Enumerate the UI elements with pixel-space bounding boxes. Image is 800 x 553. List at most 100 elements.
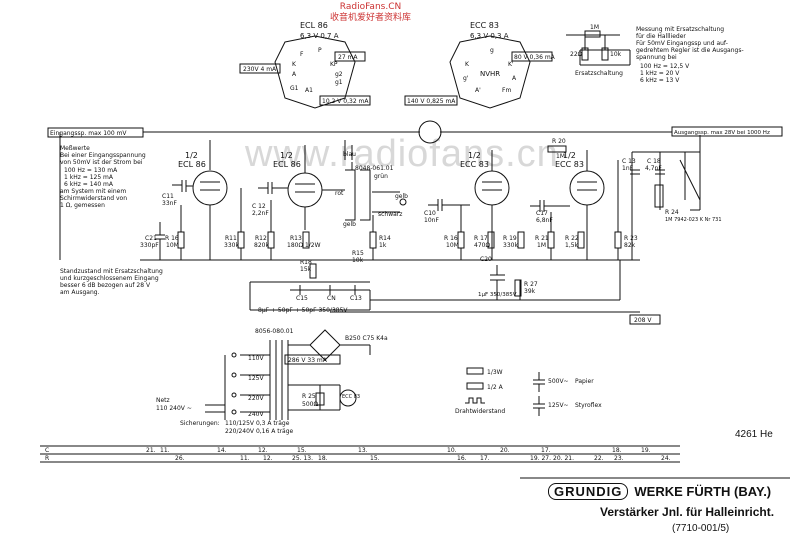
ersatz-r1: [584, 30, 601, 38]
row-c-cell: 19.: [641, 447, 651, 454]
row-c-cell: 10.: [447, 447, 457, 454]
tap-label: 240V: [248, 411, 264, 418]
res-r21: [547, 231, 555, 249]
ecc83-cath-box: [404, 95, 458, 106]
legend-wire: [465, 397, 485, 404]
row-r-cell: 12.: [263, 455, 273, 462]
ersatz-r2-label: 22Ω: [570, 51, 583, 58]
ersatz-circuit: [566, 34, 631, 66]
state-line: besser 6 dB bezogen auf 28 V: [60, 282, 151, 289]
comp-ref: R 17: [474, 235, 488, 242]
measure-line: 100 Hz = 130 mA: [64, 167, 118, 174]
comp-val: 10M: [166, 242, 179, 249]
res-r24: [654, 184, 664, 208]
ecl86-pin-f: F: [300, 51, 304, 58]
ecl86-pinout: [274, 35, 356, 109]
legend-c1-label: 500V~: [548, 378, 569, 385]
b-plus-box: [629, 314, 661, 325]
stage-tube: ECC 83: [460, 160, 489, 169]
r25-ref: R 25: [302, 393, 316, 400]
row-r-label: R: [45, 455, 49, 462]
ersatz-r3: [601, 47, 609, 61]
tone-block: [631, 135, 701, 260]
comp-ref: R 22: [565, 235, 579, 242]
legend-c2-label: 125V~: [548, 402, 569, 409]
comp-ref: R 16: [165, 235, 179, 242]
ecl86-pin-G1: G1: [290, 85, 299, 92]
legend-c2-type: Styroflex: [575, 402, 602, 409]
cap-c12: [258, 182, 288, 194]
res-r19: [517, 231, 525, 249]
bridge-rect: [288, 329, 371, 361]
out-trafo-gelb2: gelb: [343, 221, 356, 228]
measure-line: Schirmwiderstand von: [60, 195, 127, 202]
comp-val: 1M: [537, 242, 546, 249]
ecl86-left-box: [239, 63, 281, 74]
res-r27: [514, 279, 522, 297]
row-r-cell: 16.: [457, 455, 467, 462]
stage-tube: ECC 83: [555, 160, 584, 169]
ecc83-pin-a: A: [512, 75, 517, 82]
note-right-line: Für 50mV Eingangssp und auf-: [636, 40, 728, 47]
ecc83-pin-g2: g': [463, 75, 469, 82]
hv-rail: [250, 260, 621, 311]
comp-ref: C20: [480, 256, 492, 263]
ersatz-r1-label: 1M: [590, 24, 599, 31]
comp-ref: C 18: [647, 158, 661, 165]
comp-ref: C21: [145, 235, 157, 242]
hv-label: 286 V 33 mA: [288, 357, 328, 364]
filter-cap-values: 8µF + 50pF + 50pF 350/385V: [258, 307, 348, 314]
legend-r2-label: 1/2 A: [487, 384, 504, 391]
comp-val: 10nF: [424, 217, 439, 224]
ecc83-pin-g: g: [490, 47, 494, 54]
measure-line: 1 kHz = 125 mA: [64, 174, 114, 181]
comp-ref: R 20: [552, 138, 566, 145]
speaker-jack: [399, 198, 407, 206]
out-trafo-gelb: gelb: [395, 193, 408, 200]
measure-title: Meßwerte: [60, 145, 90, 152]
sheet-number: 4261 He: [735, 429, 773, 440]
ersatz-r2: [581, 47, 589, 61]
tap-label: 110V: [248, 355, 264, 362]
note-right-line: 100 Hz = 12,5 V: [640, 63, 690, 70]
comp-ref: R18: [300, 259, 312, 266]
state-line: am Ausgang.: [60, 289, 100, 296]
comp-val: 10M: [446, 242, 459, 249]
comp-ref: R15: [352, 250, 364, 257]
shield-connector: [418, 120, 442, 144]
stage-half: 1/2: [468, 151, 481, 160]
row-c-cell: 12.: [258, 447, 268, 454]
row-r-cell: 17.: [480, 455, 490, 462]
tube-v3: [474, 170, 510, 206]
ecl86-cath-box: [319, 95, 371, 106]
row-r-cell: 19. 27.: [530, 455, 551, 462]
tap-label: 220V: [248, 395, 264, 402]
ecc-heater-label: ECC 83: [342, 394, 360, 400]
ecl86-pin-p: P: [318, 47, 322, 54]
comp-val: 820k: [254, 242, 269, 249]
cap-c18: [655, 169, 665, 175]
row-r-cell: 20. 21.: [553, 455, 574, 462]
trafo-id: 8056-080.01: [255, 328, 294, 335]
res-r22: [577, 231, 585, 249]
ersatz-r3-label: 10k: [610, 51, 622, 58]
comp-val: 33nF: [162, 200, 177, 207]
hv-box: [284, 354, 341, 365]
legend-c1: [533, 372, 545, 392]
ecl86-pin-kp: KP: [330, 61, 338, 68]
output-transformer: [345, 162, 371, 221]
row-c-cell: 17.: [541, 447, 551, 454]
legend-r1-label: 1/3W: [487, 369, 503, 376]
comp-val: 330k: [224, 242, 239, 249]
comp-ref: C 13: [622, 158, 636, 165]
out-trafo-rot: rot: [335, 190, 344, 197]
ecc83-pin-k2: K': [508, 61, 514, 68]
comp-val: 1µF 350/385V: [478, 292, 517, 298]
ecc-heater: [339, 389, 357, 407]
ecl86-spec: 6,3 V 0,7 A: [300, 32, 339, 40]
legend-c1-type: Papier: [575, 378, 594, 385]
rect-label: B250 C75 K4a: [345, 335, 388, 342]
tube-v2: [287, 172, 323, 208]
cap-c10: [428, 199, 470, 211]
